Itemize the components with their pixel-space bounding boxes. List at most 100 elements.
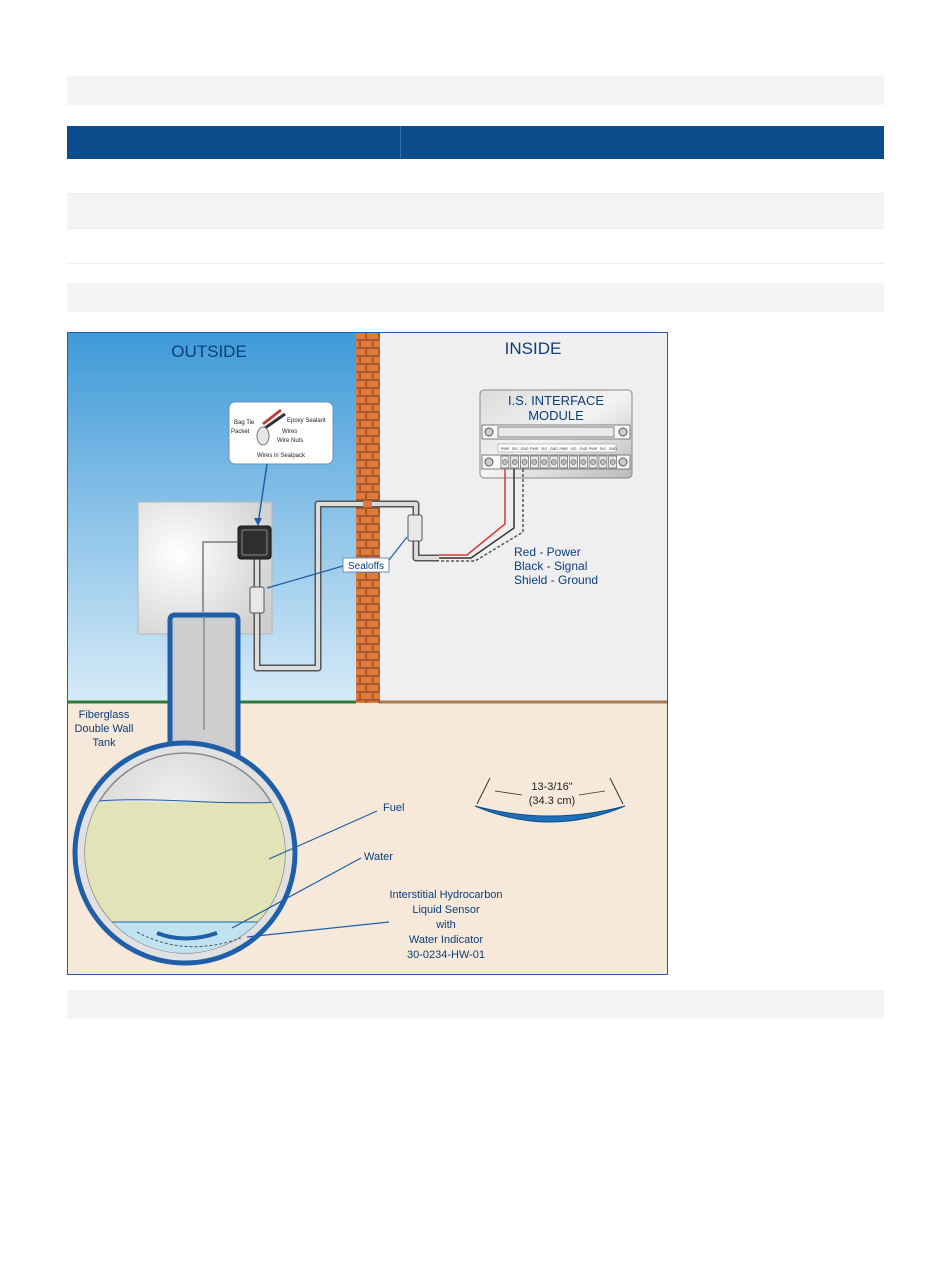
sensor-dash-outline — [136, 931, 242, 948]
table-header-col-1 — [67, 126, 401, 159]
fuel-surface — [85, 799, 285, 804]
dimension-tick-left — [476, 777, 491, 805]
diagram-frame — [67, 332, 668, 975]
dimension-arrow-left — [494, 790, 523, 796]
sealpack-wires: Wires — [282, 429, 297, 435]
dimension-imperial: 13-3/16" — [531, 781, 572, 793]
terminal-label: PWR — [589, 447, 598, 451]
sensor-pointer — [246, 921, 390, 938]
sealpack-callout — [228, 401, 334, 465]
terminal-label: GND — [609, 447, 617, 451]
fuel-pointer — [268, 810, 378, 860]
table-header-col-2 — [401, 126, 884, 159]
tank-label-line1: Fiberglass — [79, 709, 130, 721]
sealpack-packet — [256, 426, 270, 446]
terminal-label: SIG — [600, 447, 606, 451]
terminal-screw-head — [570, 459, 577, 465]
terminal-screw-head — [560, 459, 567, 465]
section-bar — [67, 283, 884, 312]
terminal-screw-head — [502, 459, 508, 465]
sealpack-arrowhead — [254, 518, 262, 526]
terminal-label-strip — [497, 443, 617, 453]
footer-bar — [67, 990, 884, 1019]
sealpack-wire-nuts: Wire Nuts — [277, 438, 303, 444]
sealpack-wires-red — [262, 408, 282, 426]
table-header — [67, 126, 884, 159]
sealoffs-label: Sealoffs — [348, 561, 384, 572]
table-row — [67, 159, 884, 194]
installation-diagram: OUTSIDE INSIDE Bag Tie Packet Epoxy Seal… — [67, 332, 668, 975]
legend-red-power: Red - Power — [514, 545, 581, 559]
interstitial-sensor — [156, 931, 218, 941]
legend-shield-ground: Shield - Ground — [514, 573, 598, 587]
module-title-line2: MODULE — [528, 408, 584, 423]
terminal-screw-head — [511, 459, 518, 465]
terminal-label: SIG — [512, 447, 518, 451]
sealoffs-pointer-right — [388, 536, 408, 561]
terminal-screw-head — [580, 459, 587, 465]
junction-box — [237, 525, 272, 560]
red-power-wire — [439, 469, 506, 556]
terminal-label: PWR — [530, 447, 539, 451]
tank-label-line3: Tank — [92, 737, 116, 749]
sealoff-inside — [407, 514, 423, 542]
fuel-label: Fuel — [383, 802, 404, 814]
module-title-line1: I.S. INTERFACE — [508, 393, 604, 408]
sealoffs-pointer-left — [266, 565, 344, 589]
module-top-slot — [497, 426, 615, 438]
sealpack-caption: Wires in Sealpack — [257, 453, 306, 459]
terminal-label: PWR — [501, 447, 510, 451]
terminal-screw-head — [609, 459, 616, 465]
table-row — [67, 194, 884, 229]
data-table — [67, 126, 884, 264]
sensor-label-line4: Water Indicator — [409, 934, 484, 946]
conduit-inner — [255, 502, 363, 670]
terminal-screw-head — [541, 459, 547, 465]
sensor-cable — [202, 541, 238, 612]
terminal-label: SIG — [570, 447, 576, 451]
water-label: Water — [364, 851, 393, 863]
sealpack-wires-black — [264, 412, 286, 430]
sensor-label-line3: with — [435, 919, 456, 931]
module-screw — [484, 457, 494, 467]
module-screw — [618, 457, 628, 467]
legend-black-signal: Black - Signal — [514, 559, 587, 573]
sensor-label-line1: Interstitial Hydrocarbon — [389, 889, 502, 901]
sealpack-epoxy: Epoxy Sealant — [287, 418, 326, 424]
terminal-screw-head — [600, 459, 606, 465]
junction-box-lid — [241, 529, 268, 556]
black-signal-wire — [439, 469, 515, 559]
dimension-metric: (34.3 cm) — [529, 795, 575, 807]
tank-label-line2: Double Wall — [75, 723, 134, 735]
sealpack-pointer — [257, 463, 268, 525]
sealoff-outside — [249, 586, 265, 614]
sealpack-bag-tie: Bag Tie — [234, 420, 255, 426]
terminal-screw-head — [590, 459, 596, 465]
water-pointer — [231, 857, 362, 929]
terminal-screw-head — [521, 459, 528, 465]
table-row — [67, 229, 884, 264]
dimension-tick-right — [609, 777, 624, 805]
shield-ground-wire — [439, 469, 524, 562]
sensor-curve-shape — [474, 805, 626, 823]
inside-label: INSIDE — [505, 339, 562, 358]
sensor-label-line2: Liquid Sensor — [412, 904, 480, 916]
terminal-screw-head — [551, 459, 557, 465]
sensor-label-line5: 30-0234-HW-01 — [407, 949, 485, 961]
module-screw — [618, 427, 628, 437]
outside-label: OUTSIDE — [171, 342, 247, 361]
module-screw — [484, 427, 494, 437]
terminal-label: GND — [521, 447, 529, 451]
header-bar-top — [67, 76, 884, 105]
sealpack-packet-label: Packet — [231, 429, 250, 435]
dimension-arrow-right — [578, 790, 606, 796]
terminal-label: GND — [550, 447, 558, 451]
terminal-label: GND — [579, 447, 587, 451]
diagram-svg: OUTSIDE INSIDE Bag Tie Packet Epoxy Seal… — [67, 332, 668, 975]
terminal-label: SIG — [541, 447, 547, 451]
terminal-screw-head — [531, 459, 538, 465]
brick-wall — [356, 332, 380, 703]
terminal-label: PWR — [560, 447, 569, 451]
sealoffs-box — [342, 557, 390, 573]
